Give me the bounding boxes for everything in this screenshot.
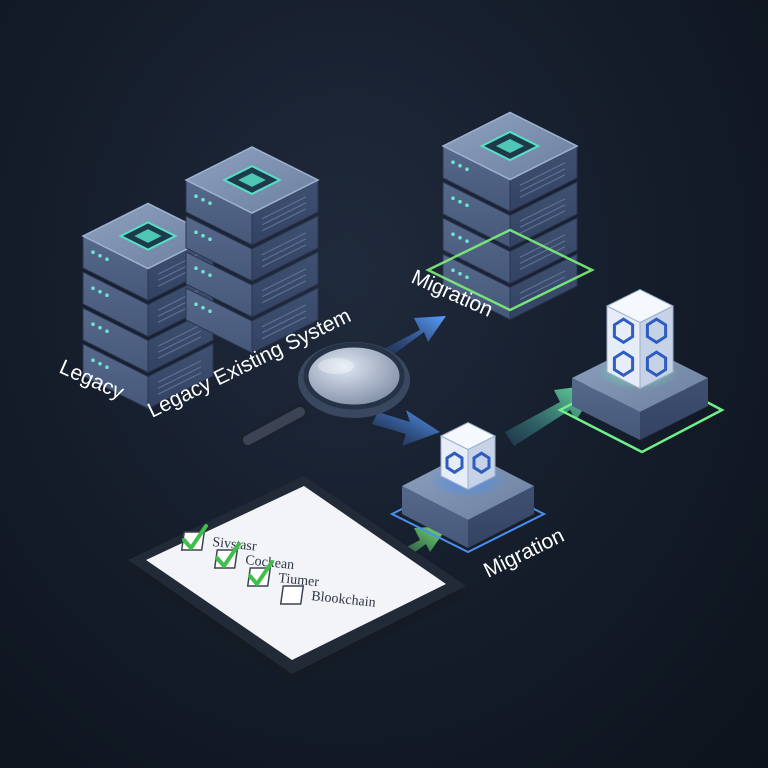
legacy-existing-server-stack bbox=[184, 146, 320, 354]
status-light bbox=[91, 286, 95, 291]
status-light bbox=[208, 273, 212, 278]
status-light bbox=[98, 289, 102, 294]
blockchain-node-right bbox=[557, 288, 725, 454]
status-light bbox=[91, 358, 95, 363]
server-unit bbox=[82, 343, 214, 410]
server-unit bbox=[185, 287, 319, 354]
server-unit bbox=[185, 251, 319, 318]
status-light bbox=[458, 199, 462, 204]
status-light bbox=[458, 163, 462, 168]
checklist-item: Blookchain bbox=[279, 585, 377, 611]
status-light bbox=[451, 232, 455, 236]
checklist-item-label: Blookchain bbox=[311, 589, 377, 611]
checkmark-icon bbox=[215, 542, 241, 568]
status-light bbox=[208, 309, 212, 314]
status-light bbox=[105, 365, 109, 370]
status-light bbox=[451, 196, 455, 200]
status-light bbox=[201, 233, 205, 238]
chip-icon bbox=[118, 221, 178, 251]
magnifier-icon bbox=[240, 342, 410, 448]
server-unit bbox=[442, 181, 578, 249]
status-light bbox=[451, 268, 455, 273]
legacy-server-stack bbox=[81, 202, 215, 410]
chip-icon bbox=[222, 165, 282, 195]
server-base-glow bbox=[425, 228, 595, 312]
status-light bbox=[465, 203, 469, 207]
server-unit bbox=[185, 179, 319, 246]
status-light bbox=[201, 269, 205, 274]
checkbox-icon bbox=[279, 585, 305, 605]
checkmark-icon bbox=[248, 560, 274, 586]
status-light bbox=[201, 305, 205, 310]
blockchain-cube-icon bbox=[445, 451, 491, 475]
chip-icon bbox=[479, 130, 541, 162]
blockchain-cube-icon bbox=[612, 317, 668, 378]
status-light bbox=[98, 325, 102, 330]
server-unit bbox=[185, 215, 319, 282]
status-light bbox=[91, 322, 95, 327]
arrow-icon bbox=[372, 410, 440, 446]
status-light bbox=[458, 235, 462, 240]
status-light bbox=[458, 271, 462, 276]
status-light bbox=[465, 167, 469, 171]
arrow-icon bbox=[378, 316, 446, 360]
status-light bbox=[98, 253, 102, 258]
status-light bbox=[208, 237, 212, 241]
checkmark-icon bbox=[182, 524, 208, 550]
status-light bbox=[105, 293, 109, 298]
status-light bbox=[105, 257, 109, 262]
status-light bbox=[194, 194, 198, 198]
status-light bbox=[194, 230, 198, 234]
status-light bbox=[451, 160, 455, 164]
status-light bbox=[208, 201, 212, 205]
status-light bbox=[194, 302, 198, 307]
checklist-item: Tiumer bbox=[246, 560, 320, 590]
blockchain-node-center bbox=[389, 421, 547, 554]
status-light bbox=[194, 266, 198, 271]
server-unit bbox=[442, 217, 578, 285]
status-light bbox=[465, 275, 469, 280]
status-light bbox=[98, 361, 102, 366]
status-light bbox=[465, 239, 469, 243]
status-light bbox=[105, 329, 109, 334]
status-light bbox=[91, 250, 95, 254]
migrated-server-stack bbox=[441, 111, 579, 321]
status-light bbox=[201, 197, 205, 202]
